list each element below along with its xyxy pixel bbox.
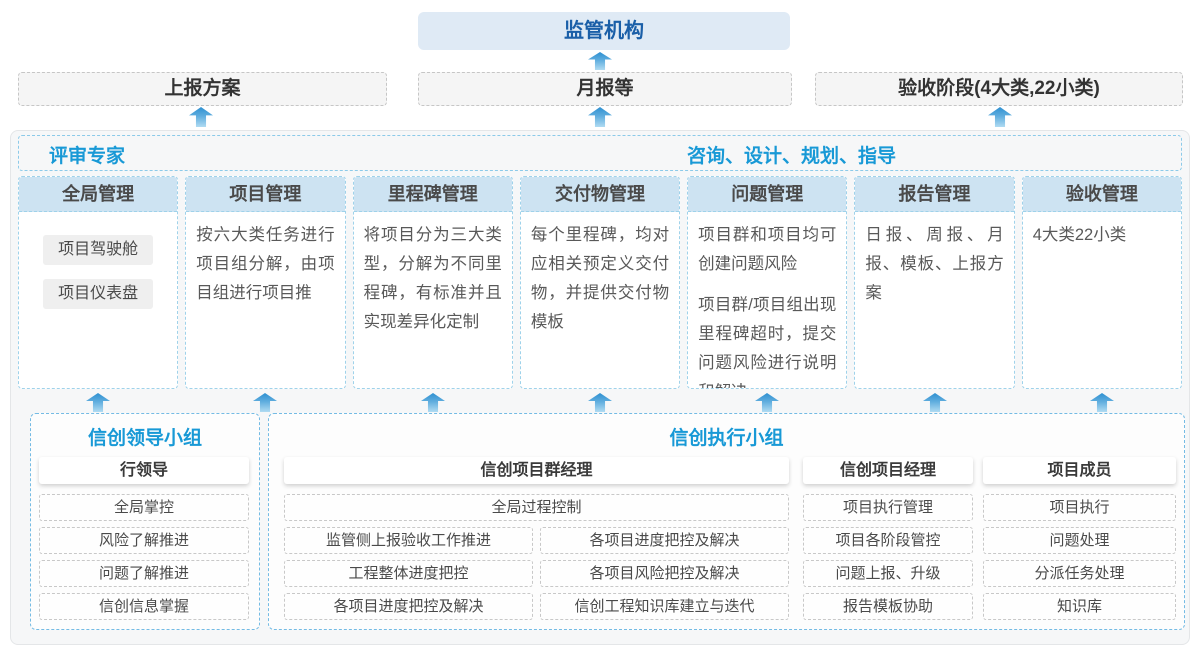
program-manager-item: 各项目进度把控及解决	[540, 527, 789, 554]
leader-item: 风险了解推进	[39, 527, 249, 554]
module-title: 项目管理	[186, 177, 345, 212]
leader-item: 问题了解推进	[39, 560, 249, 587]
member-item: 项目执行	[983, 494, 1176, 521]
arrow-up-icon	[588, 107, 612, 127]
leader-group-title: 信创领导小组	[87, 428, 202, 449]
member-item: 分派任务处理	[983, 560, 1176, 587]
arrow-up-icon	[189, 107, 213, 127]
chip-project-dashboard: 项目仪表盘	[43, 279, 154, 309]
chip-project-cockpit: 项目驾驶舱	[43, 235, 154, 265]
module-title: 报告管理	[855, 177, 1014, 212]
report-box-acceptance: 验收阶段(4大类,22小类)	[815, 72, 1183, 106]
module-body: 4大类22小类	[1023, 212, 1181, 262]
role-project-manager: 信创项目经理	[803, 457, 973, 484]
module-text: 4大类22小类	[1032, 226, 1127, 244]
module-title: 验收管理	[1022, 177, 1181, 212]
member-item: 问题处理	[983, 527, 1176, 554]
module-column-global: 全局管理 项目驾驶舱 项目仪表盘	[18, 176, 179, 389]
leader-item: 全局掌控	[39, 494, 249, 521]
module-column-acceptance: 验收管理 4大类22小类	[1021, 176, 1182, 389]
module-body: 项目群和项目均可创建问题风险 项目群/项目组出现里程碑超时，提交问题风险进行说明…	[688, 212, 846, 388]
module-column-report: 报告管理 日报、周报、月报、模板、上报方案	[854, 176, 1015, 389]
module-body: 将项目分为三大类型，分解为不同里程碑，有标准并且实现差异化定制	[354, 212, 512, 349]
program-manager-item: 监管侧上报验收工作推进	[284, 527, 533, 554]
program-manager-item: 全局过程控制	[284, 494, 789, 521]
executor-group: 信创执行小组 信创项目群经理 全局过程控制 监管侧上报验收工作推进 工程整体进度…	[268, 413, 1185, 630]
leader-item: 信创信息掌握	[39, 593, 249, 620]
project-manager-item: 报告模板协助	[803, 593, 973, 620]
module-text: 将项目分为三大类型，分解为不同里程碑，有标准并且实现差异化定制	[363, 226, 502, 331]
module-title: 问题管理	[688, 177, 847, 212]
program-manager-item: 工程整体进度把控	[284, 560, 533, 587]
report-box-plan: 上报方案	[18, 72, 387, 106]
program-manager-item: 信创工程知识库建立与迭代	[540, 593, 789, 620]
project-manager-item: 项目执行管理	[803, 494, 973, 521]
module-text: 每个里程碑，均对应相关预定义交付物，并提供交付物模板	[530, 226, 670, 331]
program-manager-item: 各项目风险把控及解决	[540, 560, 789, 587]
module-title: 里程碑管理	[353, 177, 512, 212]
experts-label: 评审专家	[49, 146, 126, 167]
module-text: 项目群和项目均可创建问题风险	[698, 226, 837, 273]
module-columns: 全局管理 项目驾驶舱 项目仪表盘 项目管理 按六大类任务进行项目组分解，由项目组…	[18, 176, 1182, 389]
role-bank-leader: 行领导	[39, 457, 249, 484]
module-body: 日报、周报、月报、模板、上报方案	[855, 212, 1013, 320]
module-column-project: 项目管理 按六大类任务进行项目组分解，由项目组进行项目推	[185, 176, 346, 389]
module-title: 交付物管理	[520, 177, 680, 212]
arrow-up-icon	[588, 52, 612, 70]
role-program-manager: 信创项目群经理	[284, 457, 789, 484]
module-text: 按六大类任务进行项目组分解，由项目组进行项目推	[196, 226, 335, 302]
module-text: 项目群/项目组出现里程碑超时，提交问题风险进行说明和解决	[698, 296, 837, 388]
project-manager-item: 项目各阶段管控	[803, 527, 973, 554]
program-manager-item: 各项目进度把控及解决	[284, 593, 533, 620]
module-column-deliverable: 交付物管理 每个里程碑，均对应相关预定义交付物，并提供交付物模板	[519, 176, 681, 389]
module-body: 每个里程碑，均对应相关预定义交付物，并提供交付物模板	[521, 212, 679, 349]
experts-strip: 评审专家 咨询、设计、规划、指导	[18, 135, 1182, 171]
leader-group: 信创领导小组 行领导 全局掌控 风险了解推进 问题了解推进 信创信息掌握	[30, 413, 260, 630]
consult-label: 咨询、设计、规划、指导	[687, 146, 897, 167]
report-box-monthly: 月报等	[418, 72, 792, 106]
module-column-milestone: 里程碑管理 将项目分为三大类型，分解为不同里程碑，有标准并且实现差异化定制	[352, 176, 513, 389]
module-title: 全局管理	[19, 177, 178, 212]
executor-group-title: 信创执行小组	[669, 428, 784, 449]
module-column-issue: 问题管理 项目群和项目均可创建问题风险 项目群/项目组出现里程碑超时，提交问题风…	[687, 176, 848, 389]
regulator-box: 监管机构	[418, 12, 790, 50]
role-project-member: 项目成员	[983, 457, 1176, 484]
module-text: 日报、周报、月报、模板、上报方案	[865, 226, 1004, 302]
member-item: 知识库	[983, 593, 1176, 620]
arrow-up-icon	[988, 107, 1012, 127]
project-manager-item: 问题上报、升级	[803, 560, 973, 587]
module-body: 按六大类任务进行项目组分解，由项目组进行项目推	[186, 212, 344, 320]
module-body: 项目驾驶舱 项目仪表盘	[19, 212, 177, 313]
